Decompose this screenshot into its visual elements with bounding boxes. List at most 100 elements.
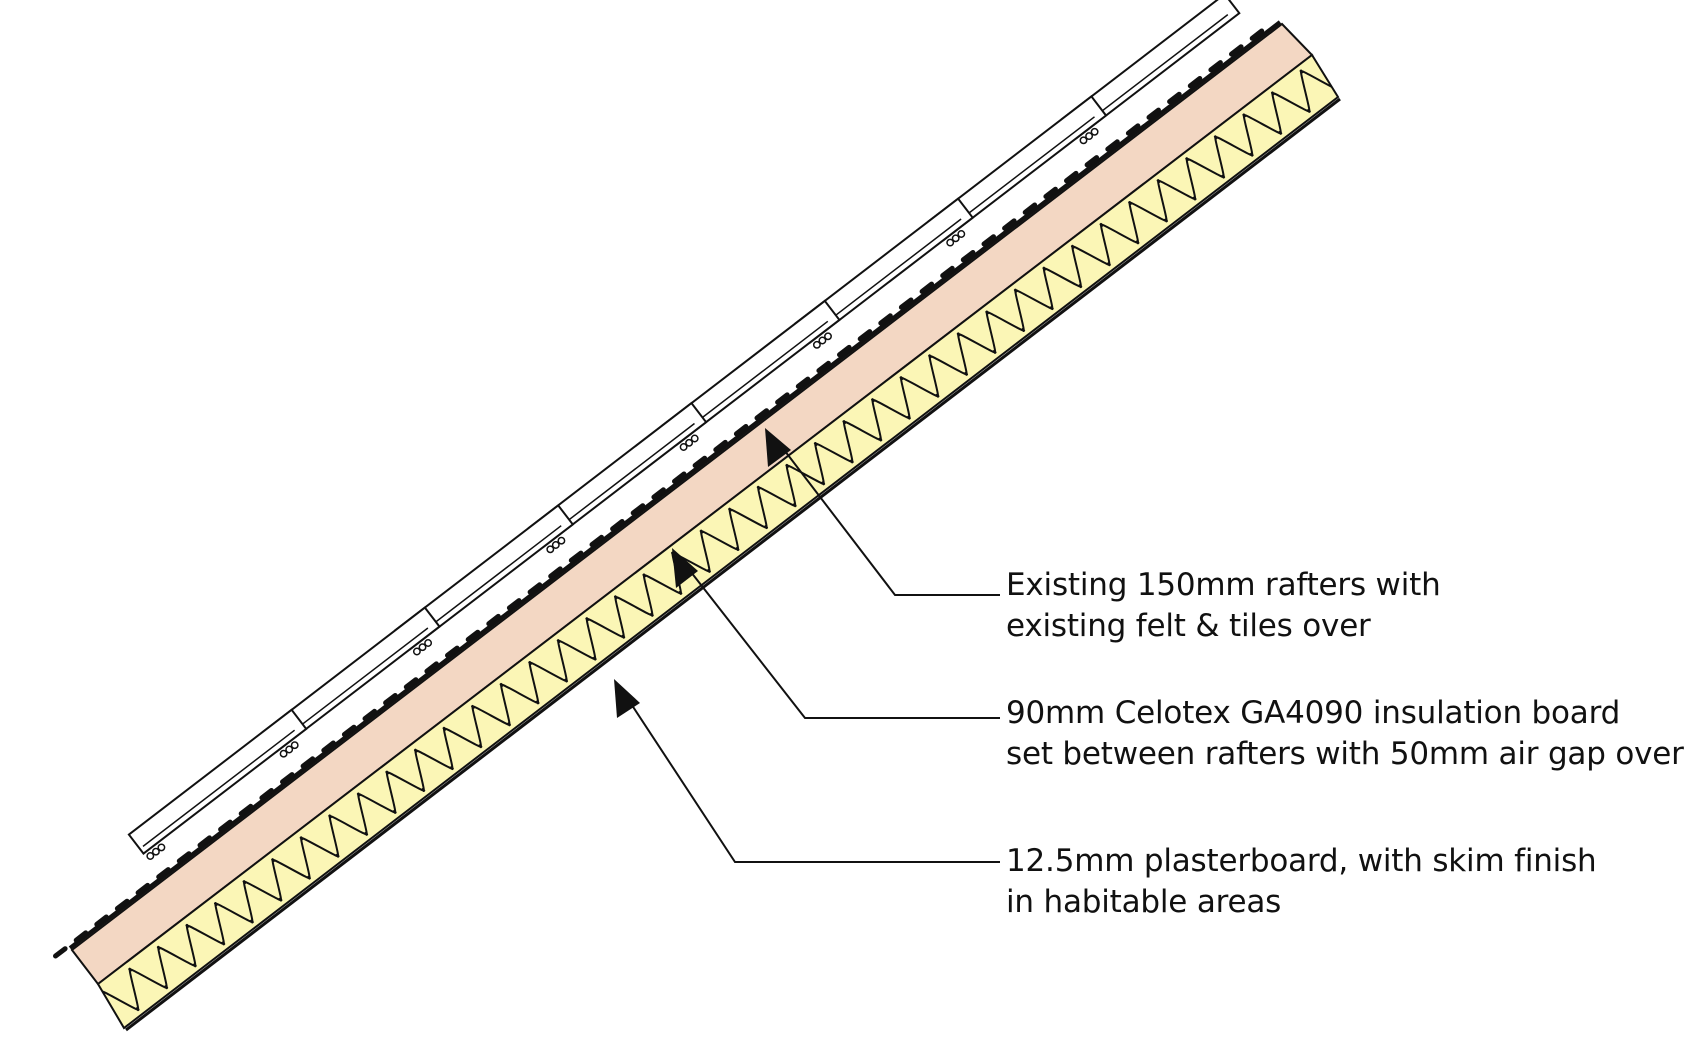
felt-batten-mark (424, 661, 439, 674)
felt-batten-mark (1105, 139, 1120, 152)
felt-batten-mark (692, 455, 708, 468)
felt-batten-mark (940, 265, 955, 279)
insulation-loop-path (98, 55, 1338, 1028)
felt-batten-mark (816, 360, 831, 374)
felt-batten-mark (300, 756, 316, 769)
arrowhead-plaster (614, 679, 640, 718)
label-plaster: 12.5mm plasterboard, with skim finish in… (1006, 841, 1597, 923)
felt-batten-mark (1187, 76, 1203, 89)
insulation-hatching (98, 55, 1338, 1028)
label-insulation-line-1: 90mm Celotex GA4090 insulation board (1006, 695, 1621, 731)
felt-batten-mark (857, 329, 873, 342)
felt-batten-mark (651, 487, 666, 500)
felt-batten-mark (527, 582, 543, 595)
felt-batten-mark (259, 788, 274, 801)
tile-nib (824, 332, 832, 341)
felt-batten-mark (630, 503, 646, 516)
tile-nib (279, 749, 288, 758)
felt-batten-mark (176, 851, 192, 864)
plasterboard-line (125, 97, 1341, 1032)
label-rafters: Existing 150mm rafters with existing fel… (1006, 565, 1441, 647)
felt-batten-mark (486, 613, 501, 627)
leader-rafters (765, 428, 1000, 596)
insulation-band (96, 53, 1340, 1030)
felt-batten-mark (672, 471, 687, 484)
felt-batten-mark (135, 882, 151, 896)
felt-batten-mark (610, 519, 625, 532)
leader-insulation (672, 548, 1000, 719)
label-rafters-line-1: Existing 150mm rafters with (1006, 567, 1441, 603)
tile-nib (412, 647, 421, 656)
tile-nib (418, 643, 427, 652)
felt-batten-mark (1249, 28, 1265, 41)
tile-nib (1090, 127, 1099, 136)
felt-batten-mark (1064, 170, 1079, 184)
tile-nib (812, 340, 821, 349)
tile-nib (557, 536, 566, 545)
felt-batten-mark (795, 376, 811, 389)
label-rafters-line-2: existing felt & tiles over (1006, 608, 1371, 644)
felt-batten-mark (878, 313, 893, 326)
tile-nib (1085, 132, 1094, 141)
felt-batten-mark (1167, 91, 1182, 105)
felt-batten-mark (1208, 60, 1223, 73)
felt-batten-mark (114, 898, 130, 911)
felt-batten-mark (465, 629, 481, 642)
roof-tiles (53, 0, 1265, 959)
felt-batten-mark (53, 946, 68, 959)
felt-batten-mark (548, 566, 563, 579)
felt-batten-mark (713, 439, 728, 453)
felt-batten-mark (73, 930, 89, 943)
felt-batten-mark (156, 867, 171, 880)
tile-nib (957, 230, 966, 238)
felt-batten-mark (733, 424, 749, 437)
felt-batten-mark (1002, 218, 1017, 231)
felt-batten-mark (1229, 44, 1244, 57)
tile-nib (679, 443, 688, 451)
tile-nib (424, 639, 433, 647)
felt-batten-mark (1022, 202, 1038, 215)
tile-edge-line (142, 729, 296, 847)
felt-line (68, 20, 1282, 950)
felt-batten-mark (280, 772, 295, 785)
felt-batten-mark (775, 392, 790, 405)
felt-batten-mark (960, 250, 976, 263)
label-insulation: 90mm Celotex GA4090 insulation board set… (1006, 693, 1684, 775)
felt-batten-mark (1125, 123, 1141, 136)
tile-nib (685, 438, 694, 447)
tile-nib (946, 238, 955, 247)
felt-batten-mark (403, 677, 419, 690)
felt-batten-mark (837, 344, 852, 358)
felt-batten-mark (94, 914, 109, 927)
felt-batten-mark (362, 708, 377, 722)
tile-nib (690, 434, 699, 443)
felt-batten-mark (341, 724, 357, 737)
felt-batten-mark (218, 819, 233, 832)
arrowhead-insulation (672, 548, 698, 588)
felt-batten-mark (506, 598, 522, 611)
felt-batten-mark (919, 281, 935, 294)
tile-nib (151, 847, 160, 856)
rafter-band (70, 22, 1314, 986)
felt-batten-mark (197, 835, 212, 848)
tile-nib (285, 745, 294, 754)
label-plaster-line-1: 12.5mm plasterboard, with skim finish (1006, 843, 1597, 879)
roof-tile (127, 708, 308, 856)
tile-nib (1079, 136, 1088, 145)
felt-batten-mark (1146, 107, 1161, 120)
label-insulation-line-2: set between rafters with 50mm air gap ov… (1006, 736, 1684, 772)
felt-batten-mark (981, 234, 996, 247)
felt-batten-mark (898, 297, 914, 310)
tile-nib (146, 852, 155, 860)
tile-nib (290, 741, 299, 750)
tile-nib (546, 545, 555, 554)
felt-batten-mark (445, 645, 460, 658)
tile-nib (157, 843, 166, 852)
leader-plaster (614, 679, 1000, 863)
felt-batten-mark (383, 693, 398, 706)
felt-batten-mark (238, 803, 254, 817)
felt-batten-mark (754, 408, 769, 421)
felt-batten-mark (321, 740, 336, 753)
